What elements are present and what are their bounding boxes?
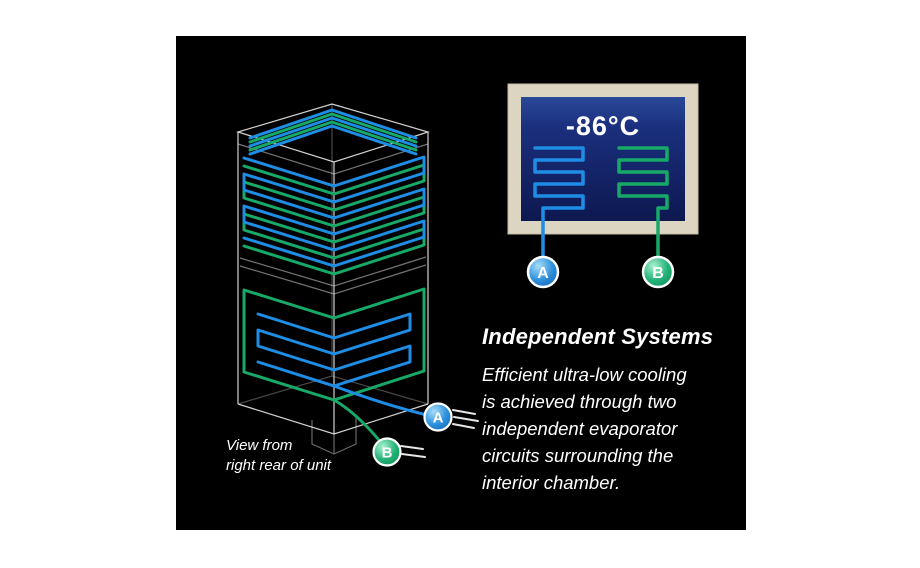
info-line: circuits surrounding the: [482, 445, 674, 466]
coil-blue-lower: [256, 312, 412, 388]
info-block: Independent Systems Efficient ultra-low …: [482, 324, 744, 496]
display-circuit-a-badge: A: [526, 255, 560, 289]
temperature-readout: -86°C: [566, 111, 640, 141]
display-circuit-a-label: A: [537, 265, 549, 282]
pipe-stubs: [400, 409, 479, 458]
display-coil-green: [617, 146, 669, 270]
coil-blue-upper: [242, 155, 426, 268]
display-circuit-b-badge: B: [641, 255, 675, 289]
chamber-display-illustration: -86°C A B: [507, 83, 699, 289]
info-line: Efficient ultra-low cooling: [482, 364, 687, 385]
circuit-b-badge: B: [372, 437, 402, 467]
info-line: independent evaporator: [482, 418, 678, 439]
coil-green-lower: [242, 287, 426, 402]
coil-blue-top: [248, 108, 418, 156]
view-caption: View from right rear of unit: [226, 436, 331, 476]
diagram-panel: A B View from right rear of unit: [176, 36, 746, 530]
display-circuit-b-label: B: [652, 265, 664, 282]
view-caption-line1: View from: [226, 437, 293, 454]
circuit-a-badge: A: [423, 402, 453, 432]
view-caption-line2: right rear of unit: [226, 457, 332, 474]
freezer-wireframe-illustration: A B: [235, 103, 479, 467]
coil-green-top: [248, 112, 418, 152]
info-line: is achieved through two: [482, 391, 677, 412]
info-title: Independent Systems: [482, 324, 714, 349]
display-coil-blue: [533, 146, 585, 270]
circuit-b-label: B: [382, 445, 393, 462]
circuit-a-label: A: [433, 410, 444, 427]
info-line: interior chamber.: [482, 472, 621, 493]
evaporator-coils: [242, 108, 438, 452]
cabinet-wireframe: [235, 103, 431, 455]
